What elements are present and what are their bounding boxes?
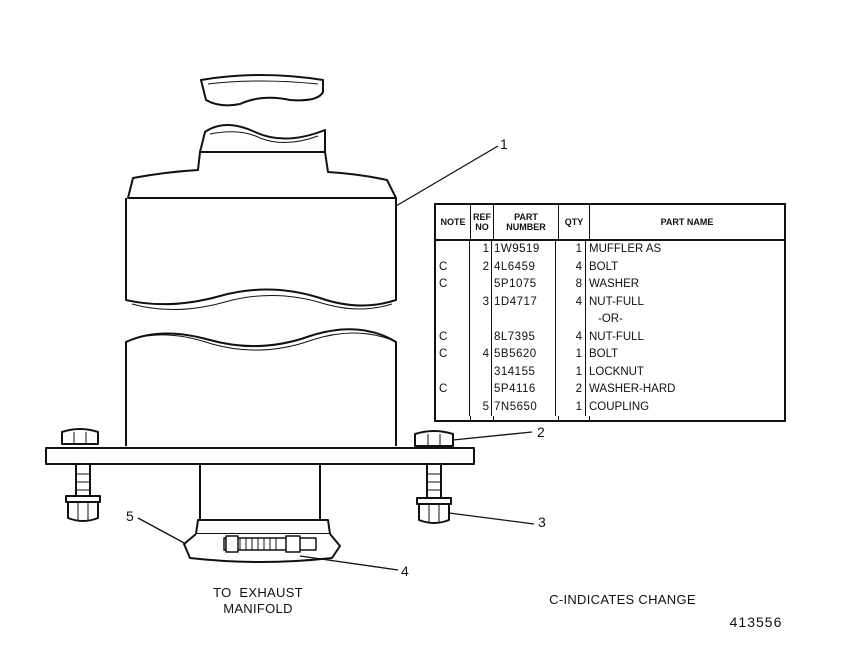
cell-ref bbox=[470, 276, 492, 294]
callout-4: 4 bbox=[401, 563, 409, 579]
callout-3: 3 bbox=[538, 514, 546, 530]
coupling-clamp bbox=[195, 519, 331, 535]
cell-note: C bbox=[436, 381, 470, 399]
cell-note: C bbox=[436, 276, 470, 294]
exhaust-caption-line1: TO EXHAUST bbox=[213, 585, 303, 600]
muffler-body-lower bbox=[125, 328, 397, 446]
cell-ref bbox=[470, 328, 492, 346]
cell-part-number: 7N5650 bbox=[492, 398, 556, 416]
cell-qty: 4 bbox=[556, 328, 586, 346]
cell-part-number: 5P1075 bbox=[492, 276, 556, 294]
cell-ref: 4 bbox=[470, 346, 492, 364]
parts-table-header: NOTE REF NO PART NUMBER QTY PART NAME bbox=[436, 205, 784, 241]
cell-ref: 2 bbox=[470, 258, 492, 276]
cell-part-number: 1D4717 bbox=[492, 293, 556, 311]
cell-note: C bbox=[436, 346, 470, 364]
inlet-tube bbox=[199, 464, 321, 520]
cell-qty: 4 bbox=[556, 293, 586, 311]
change-note: C-INDICATES CHANGE bbox=[549, 592, 696, 607]
callout-2: 2 bbox=[537, 424, 545, 440]
cell-part-name: WASHER bbox=[589, 278, 640, 290]
header-ref-no: REF NO bbox=[471, 205, 494, 239]
cell-part-number: 1W9519 bbox=[492, 241, 556, 259]
cell-qty: 1 bbox=[556, 241, 586, 259]
cell-part-name: -OR- bbox=[598, 313, 623, 325]
leader-1 bbox=[395, 145, 499, 207]
header-part-name: PART NAME bbox=[660, 217, 714, 227]
drawing-number: 413556 bbox=[729, 614, 783, 630]
exhaust-caption: TO EXHAUST MANIFOLD bbox=[188, 585, 328, 617]
cell-part-number: 4L6459 bbox=[492, 258, 556, 276]
cell-note bbox=[436, 293, 470, 311]
cell-part-number: 5P4116 bbox=[492, 381, 556, 399]
callout-5: 5 bbox=[126, 508, 134, 524]
cell-part-name: BOLT bbox=[589, 260, 619, 273]
leader-2 bbox=[452, 431, 533, 441]
bolt-head-right bbox=[414, 430, 454, 447]
muffler-outlet-tube bbox=[199, 124, 326, 153]
cell-qty: 1 bbox=[556, 346, 586, 364]
cell-ref bbox=[470, 311, 492, 329]
cell-qty bbox=[556, 311, 586, 329]
muffler-top-section bbox=[200, 74, 324, 107]
header-part-number: PART NUMBER bbox=[494, 205, 559, 239]
cell-note: C bbox=[436, 328, 470, 346]
cell-note bbox=[436, 311, 470, 329]
cell-note bbox=[436, 241, 470, 259]
mounting-flange bbox=[45, 447, 475, 465]
exhaust-caption-line2: MANIFOLD bbox=[223, 601, 293, 616]
cell-ref: 5 bbox=[470, 398, 492, 416]
bolt-head-left bbox=[61, 428, 99, 445]
callout-1: 1 bbox=[500, 136, 508, 152]
leader-5 bbox=[137, 517, 187, 545]
cell-part-name: LOCKNUT bbox=[589, 365, 644, 378]
leader-4 bbox=[299, 555, 399, 571]
leader-3 bbox=[448, 512, 535, 525]
table-row: -OR- bbox=[436, 311, 784, 329]
cell-ref bbox=[470, 381, 492, 399]
cell-part-name: MUFFLER AS bbox=[589, 243, 662, 255]
header-qty: QTY bbox=[559, 205, 590, 239]
bolt-shank-right bbox=[426, 463, 442, 499]
cell-part-number: 314155 bbox=[492, 363, 556, 381]
cell-ref: 3 bbox=[470, 293, 492, 311]
cell-qty: 1 bbox=[556, 398, 586, 416]
cell-part-name: NUT-FULL bbox=[589, 330, 644, 343]
cell-note bbox=[436, 398, 470, 416]
cell-part-name: BOLT bbox=[589, 348, 619, 360]
muffler-shoulder bbox=[127, 151, 397, 199]
bolt-shank-left bbox=[75, 463, 91, 497]
cell-part-number: 8L7395 bbox=[492, 328, 556, 346]
cell-note bbox=[436, 363, 470, 381]
cell-qty: 4 bbox=[556, 258, 586, 276]
cell-part-name: WASHER-HARD bbox=[589, 383, 676, 395]
cell-ref bbox=[470, 363, 492, 381]
cell-part-name: COUPLING bbox=[589, 400, 650, 413]
cell-qty: 1 bbox=[556, 363, 586, 381]
cell-ref: 1 bbox=[470, 241, 492, 259]
nut-left bbox=[67, 501, 99, 522]
cell-part-number: 5B5620 bbox=[492, 346, 556, 364]
muffler-body-upper bbox=[125, 198, 397, 307]
cell-part-number bbox=[492, 311, 556, 329]
cell-qty: 2 bbox=[556, 381, 586, 399]
cell-qty: 8 bbox=[556, 276, 586, 294]
table-bottom-padding bbox=[436, 416, 784, 420]
header-note: NOTE bbox=[436, 205, 471, 239]
cell-note: C bbox=[436, 258, 470, 276]
cell-part-name: NUT-FULL bbox=[589, 295, 644, 308]
nut-right bbox=[418, 503, 450, 524]
